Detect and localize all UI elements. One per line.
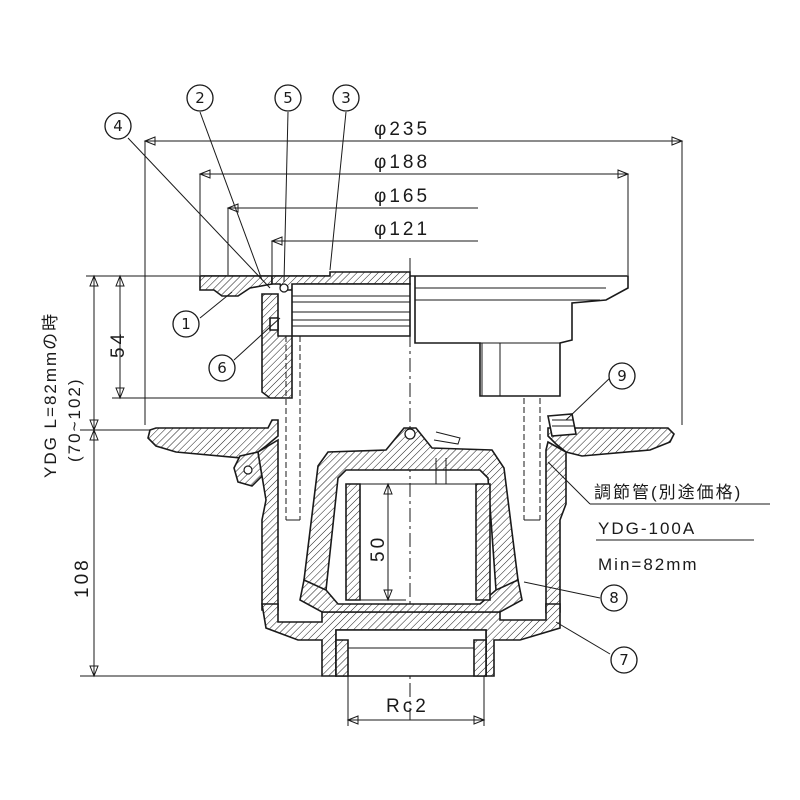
svg-text:7: 7 <box>619 651 629 669</box>
dim-height-total: 108 <box>72 557 93 598</box>
trap-depth-dim <box>346 482 406 602</box>
balloon-4: 4 <box>104 112 132 140</box>
dim-dia-frame: φ188 <box>374 152 430 173</box>
dim-dia-outer: φ235 <box>374 119 430 140</box>
callout-pipe-name: 調節管(別途価格) <box>594 483 742 502</box>
svg-text:8: 8 <box>609 589 619 607</box>
trap-bell <box>299 427 523 613</box>
leader-lines <box>127 111 770 655</box>
svg-text:4: 4 <box>113 117 123 135</box>
note-length: YDG L=82mmの時 <box>41 312 60 478</box>
adjusting-pipe <box>285 336 541 521</box>
dim-dia-grate: φ165 <box>374 186 430 207</box>
top-frame <box>199 271 629 399</box>
dim-height-top: 54 <box>108 331 129 358</box>
balloon-1: 1 <box>172 310 200 338</box>
balloon-8: 8 <box>600 584 628 612</box>
svg-text:9: 9 <box>617 367 627 385</box>
balloon-6: 6 <box>208 354 236 382</box>
callout-pipe-min: Min=82mm <box>598 555 699 574</box>
svg-text:5: 5 <box>283 89 293 107</box>
svg-text:6: 6 <box>217 359 227 377</box>
clamp-bolt <box>547 413 577 437</box>
svg-text:1: 1 <box>181 315 191 333</box>
balloon-2: 2 <box>186 84 214 112</box>
height-dimensions <box>80 274 330 678</box>
note-range: (70~102) <box>65 377 84 462</box>
dim-dia-inner: φ121 <box>374 219 430 240</box>
callout-pipe-model: YDG-100A <box>598 519 696 538</box>
dim-outlet-thread: Rc2 <box>386 696 429 717</box>
outlet-dim <box>346 676 486 726</box>
drain-body <box>147 419 675 677</box>
balloon-9: 9 <box>608 362 636 390</box>
balloon-3: 3 <box>332 84 360 112</box>
balloon-5: 5 <box>274 84 302 112</box>
svg-text:3: 3 <box>341 89 351 107</box>
dim-trap-depth: 50 <box>368 535 389 562</box>
balloon-7: 7 <box>610 646 638 674</box>
diameter-dimensions <box>143 136 684 425</box>
svg-text:2: 2 <box>195 89 205 107</box>
